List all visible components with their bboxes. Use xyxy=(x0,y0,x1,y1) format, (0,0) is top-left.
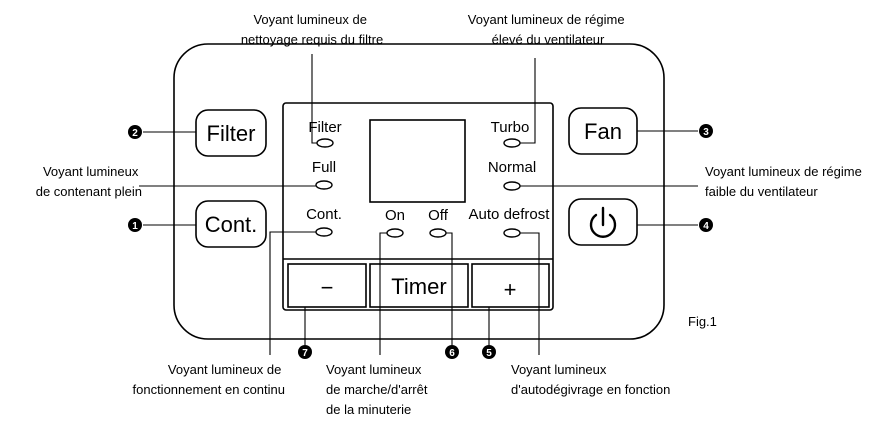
cont-button-label: Cont. xyxy=(205,212,258,237)
svg-text:6: 6 xyxy=(449,348,455,359)
callout-fan-high: Voyant lumineux de régime élevé du venti… xyxy=(468,12,628,47)
indicator-on-label: On xyxy=(385,207,405,224)
plus-button-label: + xyxy=(504,277,517,302)
svg-text:3: 3 xyxy=(703,127,709,138)
svg-text:2: 2 xyxy=(132,128,138,139)
callout-full: Voyant lumineux de contenant plein xyxy=(36,164,142,199)
timer-button[interactable] xyxy=(369,263,469,308)
indicator-cont-label: Cont. xyxy=(306,206,342,223)
indicator-turbo-led xyxy=(503,138,521,148)
callout-number-1: 1 xyxy=(128,218,142,232)
figure-label: Fig.1 xyxy=(688,314,717,329)
lcd-screen xyxy=(369,119,466,203)
indicator-normal-led xyxy=(503,181,521,191)
filter-button[interactable] xyxy=(195,109,267,157)
filter-button-label: Filter xyxy=(207,121,256,146)
indicator-on-led xyxy=(386,228,404,238)
indicator-filter-led xyxy=(316,138,334,148)
indicator-auto-defrost-label: Auto defrost xyxy=(469,206,551,223)
minus-button-label: − xyxy=(321,275,334,300)
fan-button-label: Fan xyxy=(584,119,622,144)
indicator-turbo-label: Turbo xyxy=(491,119,530,136)
callout-filter-clean: Voyant lumineux de nettoyage requis du f… xyxy=(241,12,383,47)
callout-number-5: 5 xyxy=(482,345,496,359)
display-frame xyxy=(282,102,554,311)
leader-lines xyxy=(139,54,698,355)
timer-button-label: Timer xyxy=(391,274,446,299)
svg-text:1: 1 xyxy=(132,221,138,232)
indicator-cont-led xyxy=(315,227,333,237)
callout-number-7: 7 xyxy=(298,345,312,359)
indicator-normal-label: Normal xyxy=(488,159,536,176)
minus-button[interactable] xyxy=(287,263,367,308)
callout-number-2: 2 xyxy=(128,125,142,139)
power-button[interactable] xyxy=(568,198,638,246)
callout-number-4: 4 xyxy=(699,218,713,232)
callout-timer: Voyant lumineux de marche/d'arrêt de la … xyxy=(326,362,431,417)
indicator-auto-defrost-led xyxy=(503,228,521,238)
power-icon xyxy=(589,206,617,238)
outer-housing xyxy=(173,43,665,340)
callout-defrost: Voyant lumineux d'autodégivrage en fonct… xyxy=(511,362,670,397)
indicator-off-label: Off xyxy=(428,207,449,224)
callout-fan-low: Voyant lumineux de régime faible du vent… xyxy=(705,164,865,199)
callout-number-6: 6 xyxy=(445,345,459,359)
svg-text:7: 7 xyxy=(302,348,308,359)
indicator-off-led xyxy=(429,228,447,238)
indicator-filter-label: Filter xyxy=(308,119,341,136)
indicator-full-led xyxy=(315,180,333,190)
callout-continuous: Voyant lumineux de fonctionnement en con… xyxy=(133,362,286,397)
svg-text:5: 5 xyxy=(486,348,492,359)
cont-button[interactable] xyxy=(195,200,267,248)
svg-text:4: 4 xyxy=(703,221,709,232)
plus-button[interactable] xyxy=(471,263,550,308)
indicator-full-label: Full xyxy=(312,159,336,176)
callout-number-3: 3 xyxy=(699,124,713,138)
